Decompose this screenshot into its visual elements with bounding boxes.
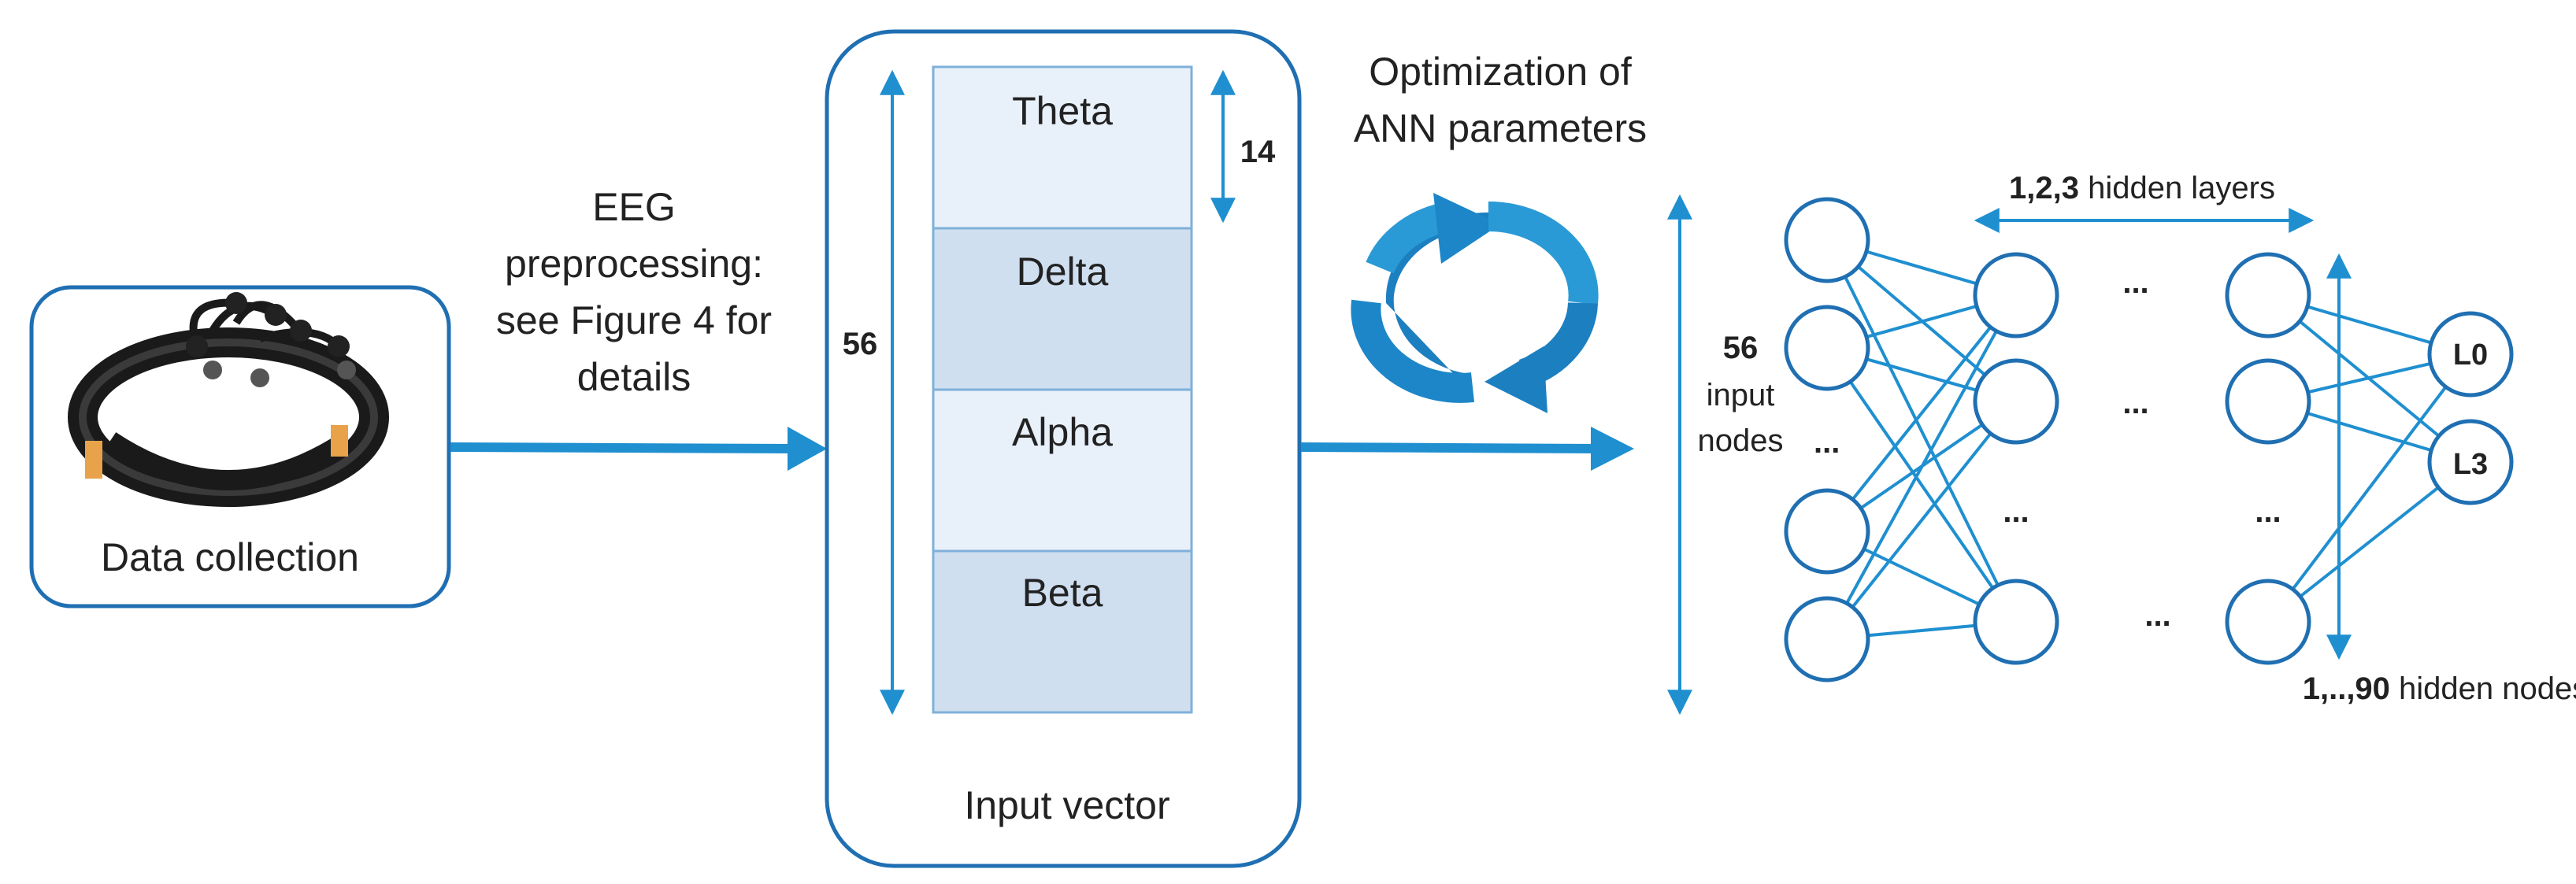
data-collection-box: Data collection [29,285,451,608]
input-node [1784,197,1870,283]
band-label: Alpha [1012,410,1113,454]
connection-line [2267,460,2472,623]
connection-line [1825,346,2018,623]
ellipsis: ... [2003,494,2029,529]
connection-line [2267,353,2472,623]
connection-line [1825,294,2018,533]
network-nodes [1784,197,2514,682]
ellipsis: ... [2144,598,2170,633]
ellipsis: ... [2255,494,2281,529]
ellipsis: ... [2122,386,2148,420]
connection-line [1825,400,2018,641]
input-node [1784,305,1870,391]
band-label: Beta [1022,571,1103,615]
network-connections [1825,239,2472,641]
hidden-node [2225,579,2311,665]
input-label-1: input [1707,378,1775,412]
arrow-to-input-vector [450,427,827,471]
output-label-l3: L3 [2453,448,2488,481]
svg-text:details: details [577,355,691,399]
connection-line [1825,239,2018,623]
total-count-label: 56 [843,327,878,361]
band-delta: Delta [932,227,1193,391]
input-label-2: nodes [1698,424,1784,458]
output-label-l0: L0 [2453,338,2488,372]
arrow-to-network [1300,427,1634,471]
output-node [2427,311,2514,398]
band-theta: Theta [932,65,1193,230]
band-label: Delta [1017,250,1109,294]
svg-text:preprocessing:: preprocessing: [505,242,763,286]
optimization-text: Optimization of ANN parameters [1354,50,1647,150]
hidden-node [2225,358,2311,445]
circular-arrows-icon [1351,193,1599,413]
input-count-label: 56 [1723,331,1759,365]
eeg-headset-icon [68,292,389,507]
svg-text:Optimization of: Optimization of [1369,50,1632,94]
hidden-node [1973,252,2059,338]
hidden-nodes-label: 1,..,90 hidden nodes [2303,671,2576,706]
band-beta: Beta [932,549,1193,714]
hidden-node [1973,579,2059,665]
neural-network: 56 input nodes ... 1,2,3 hidden layers 1… [1667,171,2576,716]
preprocessing-text: EEG preprocessing: see Figure 4 for deta… [496,185,772,399]
connection-line [1825,294,2018,640]
band-alpha: Alpha [932,388,1193,553]
svg-text:EEG: EEG [592,185,676,229]
input-node [1784,488,1870,575]
band-label: Theta [1012,89,1113,133]
hidden-node [1973,358,2059,445]
output-node [2427,419,2514,505]
hidden-node [2225,252,2311,338]
input-ellipsis: ... [1814,425,1840,460]
hidden-layers-label: 1,2,3 hidden layers [2009,171,2275,205]
input-vector-label: Input vector [964,783,1169,827]
band-count-label: 14 [1240,135,1276,169]
data-collection-label: Data collection [101,535,359,579]
input-node [1784,596,1870,682]
svg-text:see Figure 4 for: see Figure 4 for [496,298,772,342]
ellipsis: ... [2122,265,2148,300]
svg-text:ANN parameters: ANN parameters [1354,106,1647,150]
input-vector-box: Theta Delta Alpha Beta 56 14 Input vecto… [825,29,1302,868]
